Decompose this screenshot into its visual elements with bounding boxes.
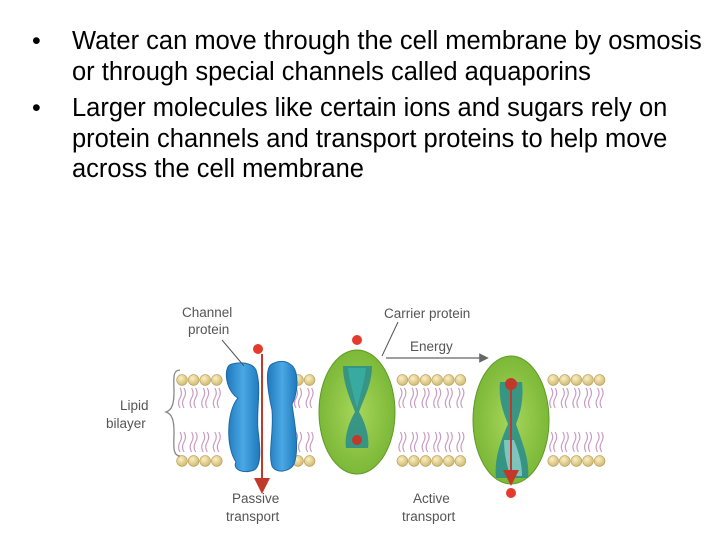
lipid-tail xyxy=(421,431,430,453)
lipid-heads-top xyxy=(176,374,606,386)
lipid-tail xyxy=(595,431,604,453)
lipid-tail xyxy=(549,387,558,409)
lipid-tail xyxy=(293,387,303,409)
passive-transport-label-2: transport xyxy=(226,509,280,524)
carrier-pointer-line xyxy=(381,321,399,357)
lipid-tail xyxy=(201,387,210,409)
lipid-head xyxy=(199,455,211,467)
lipid-tail xyxy=(305,431,314,453)
lipid-head xyxy=(419,455,432,467)
lipid-tail xyxy=(583,387,593,409)
lipid-tail xyxy=(177,387,187,409)
lipid-tail xyxy=(305,387,314,409)
lipid-bilayer-brace xyxy=(163,369,181,457)
lipid-head xyxy=(396,374,409,386)
lipid-tail xyxy=(456,431,465,453)
carrier-molecules xyxy=(352,335,517,445)
lipid-tail xyxy=(595,387,604,409)
lipid-tail xyxy=(201,431,210,453)
lipid-tail xyxy=(433,387,442,409)
channel-protein-label: Channel xyxy=(182,305,232,320)
lipid-head xyxy=(431,455,443,467)
lipid-head xyxy=(199,374,211,386)
lipid-head xyxy=(396,455,409,467)
bilayer-label: bilayer xyxy=(106,416,146,431)
lipid-tail xyxy=(409,431,419,453)
lipid-head xyxy=(211,374,223,386)
lipid-tail xyxy=(398,387,407,409)
channel-protein-label-2: protein xyxy=(188,322,229,337)
lipid-head xyxy=(582,374,594,386)
lipid-tail xyxy=(409,387,419,409)
lipid-head xyxy=(408,374,420,386)
lipid-tail xyxy=(421,387,430,409)
bullet-item: • Larger molecules like certain ions and … xyxy=(30,93,710,185)
lipid-head xyxy=(176,455,188,467)
bullet-text: Larger molecules like certain ions and s… xyxy=(72,94,668,183)
lipid-head xyxy=(454,374,467,386)
carrier-protein-label: Carrier protein xyxy=(384,306,470,321)
lipid-tail xyxy=(444,431,453,453)
lipid-head xyxy=(443,455,455,467)
lipid-head xyxy=(559,374,571,386)
lipid-head xyxy=(211,455,223,467)
lipid-tail xyxy=(572,431,581,453)
lipid-tail xyxy=(560,387,569,409)
lipid-head xyxy=(593,374,606,386)
passive-transport-label: Passive xyxy=(232,491,279,506)
lipid-tail xyxy=(549,431,558,453)
lipid-head xyxy=(582,455,594,467)
lipid-head xyxy=(303,455,316,467)
bullet-dot: • xyxy=(32,94,41,122)
lipid-head xyxy=(454,455,467,467)
bullet-text: Water can move through the cell membrane… xyxy=(72,27,702,86)
lipid-tail xyxy=(456,387,465,409)
lipid-head xyxy=(419,374,432,386)
lipid-head xyxy=(570,374,583,386)
lipid-tail xyxy=(560,431,569,453)
lipid-head xyxy=(559,455,571,467)
lipid-head xyxy=(408,455,420,467)
lipid-head xyxy=(593,455,606,467)
lipid-tail xyxy=(572,387,581,409)
lipid-label: Lipid xyxy=(120,398,149,413)
lipid-tails xyxy=(177,387,604,453)
lipid-tail xyxy=(583,431,593,453)
lipid-tail xyxy=(212,431,221,453)
bullet-dot: • xyxy=(32,27,41,55)
bullet-item: • Water can move through the cell membran… xyxy=(30,26,710,87)
active-transport-arrow xyxy=(503,390,519,498)
lipid-tail xyxy=(189,387,198,409)
lipid-tail xyxy=(398,431,407,453)
lipid-tail xyxy=(189,431,198,453)
lipid-head xyxy=(187,374,200,386)
lipid-head xyxy=(570,455,583,467)
carrier-protein-left xyxy=(318,349,396,475)
lipid-head xyxy=(547,455,559,467)
lipid-head xyxy=(431,374,443,386)
lipid-tail xyxy=(433,431,442,453)
lipid-head xyxy=(547,374,559,386)
lipid-tail xyxy=(444,387,453,409)
channel-protein xyxy=(225,360,298,473)
channel-pointer-line xyxy=(221,339,245,367)
energy-label: Energy xyxy=(410,339,453,354)
passive-transport-arrow xyxy=(253,344,270,494)
lipid-head xyxy=(303,374,316,386)
lipid-head xyxy=(187,455,200,467)
bullet-list: • Water can move through the cell membran… xyxy=(30,26,710,191)
lipid-head xyxy=(176,374,188,386)
active-transport-label: Active xyxy=(413,491,450,506)
lipid-tail xyxy=(212,387,221,409)
active-transport-label-2: transport xyxy=(402,509,456,524)
lipid-tail xyxy=(177,431,187,453)
lipid-head xyxy=(443,374,455,386)
